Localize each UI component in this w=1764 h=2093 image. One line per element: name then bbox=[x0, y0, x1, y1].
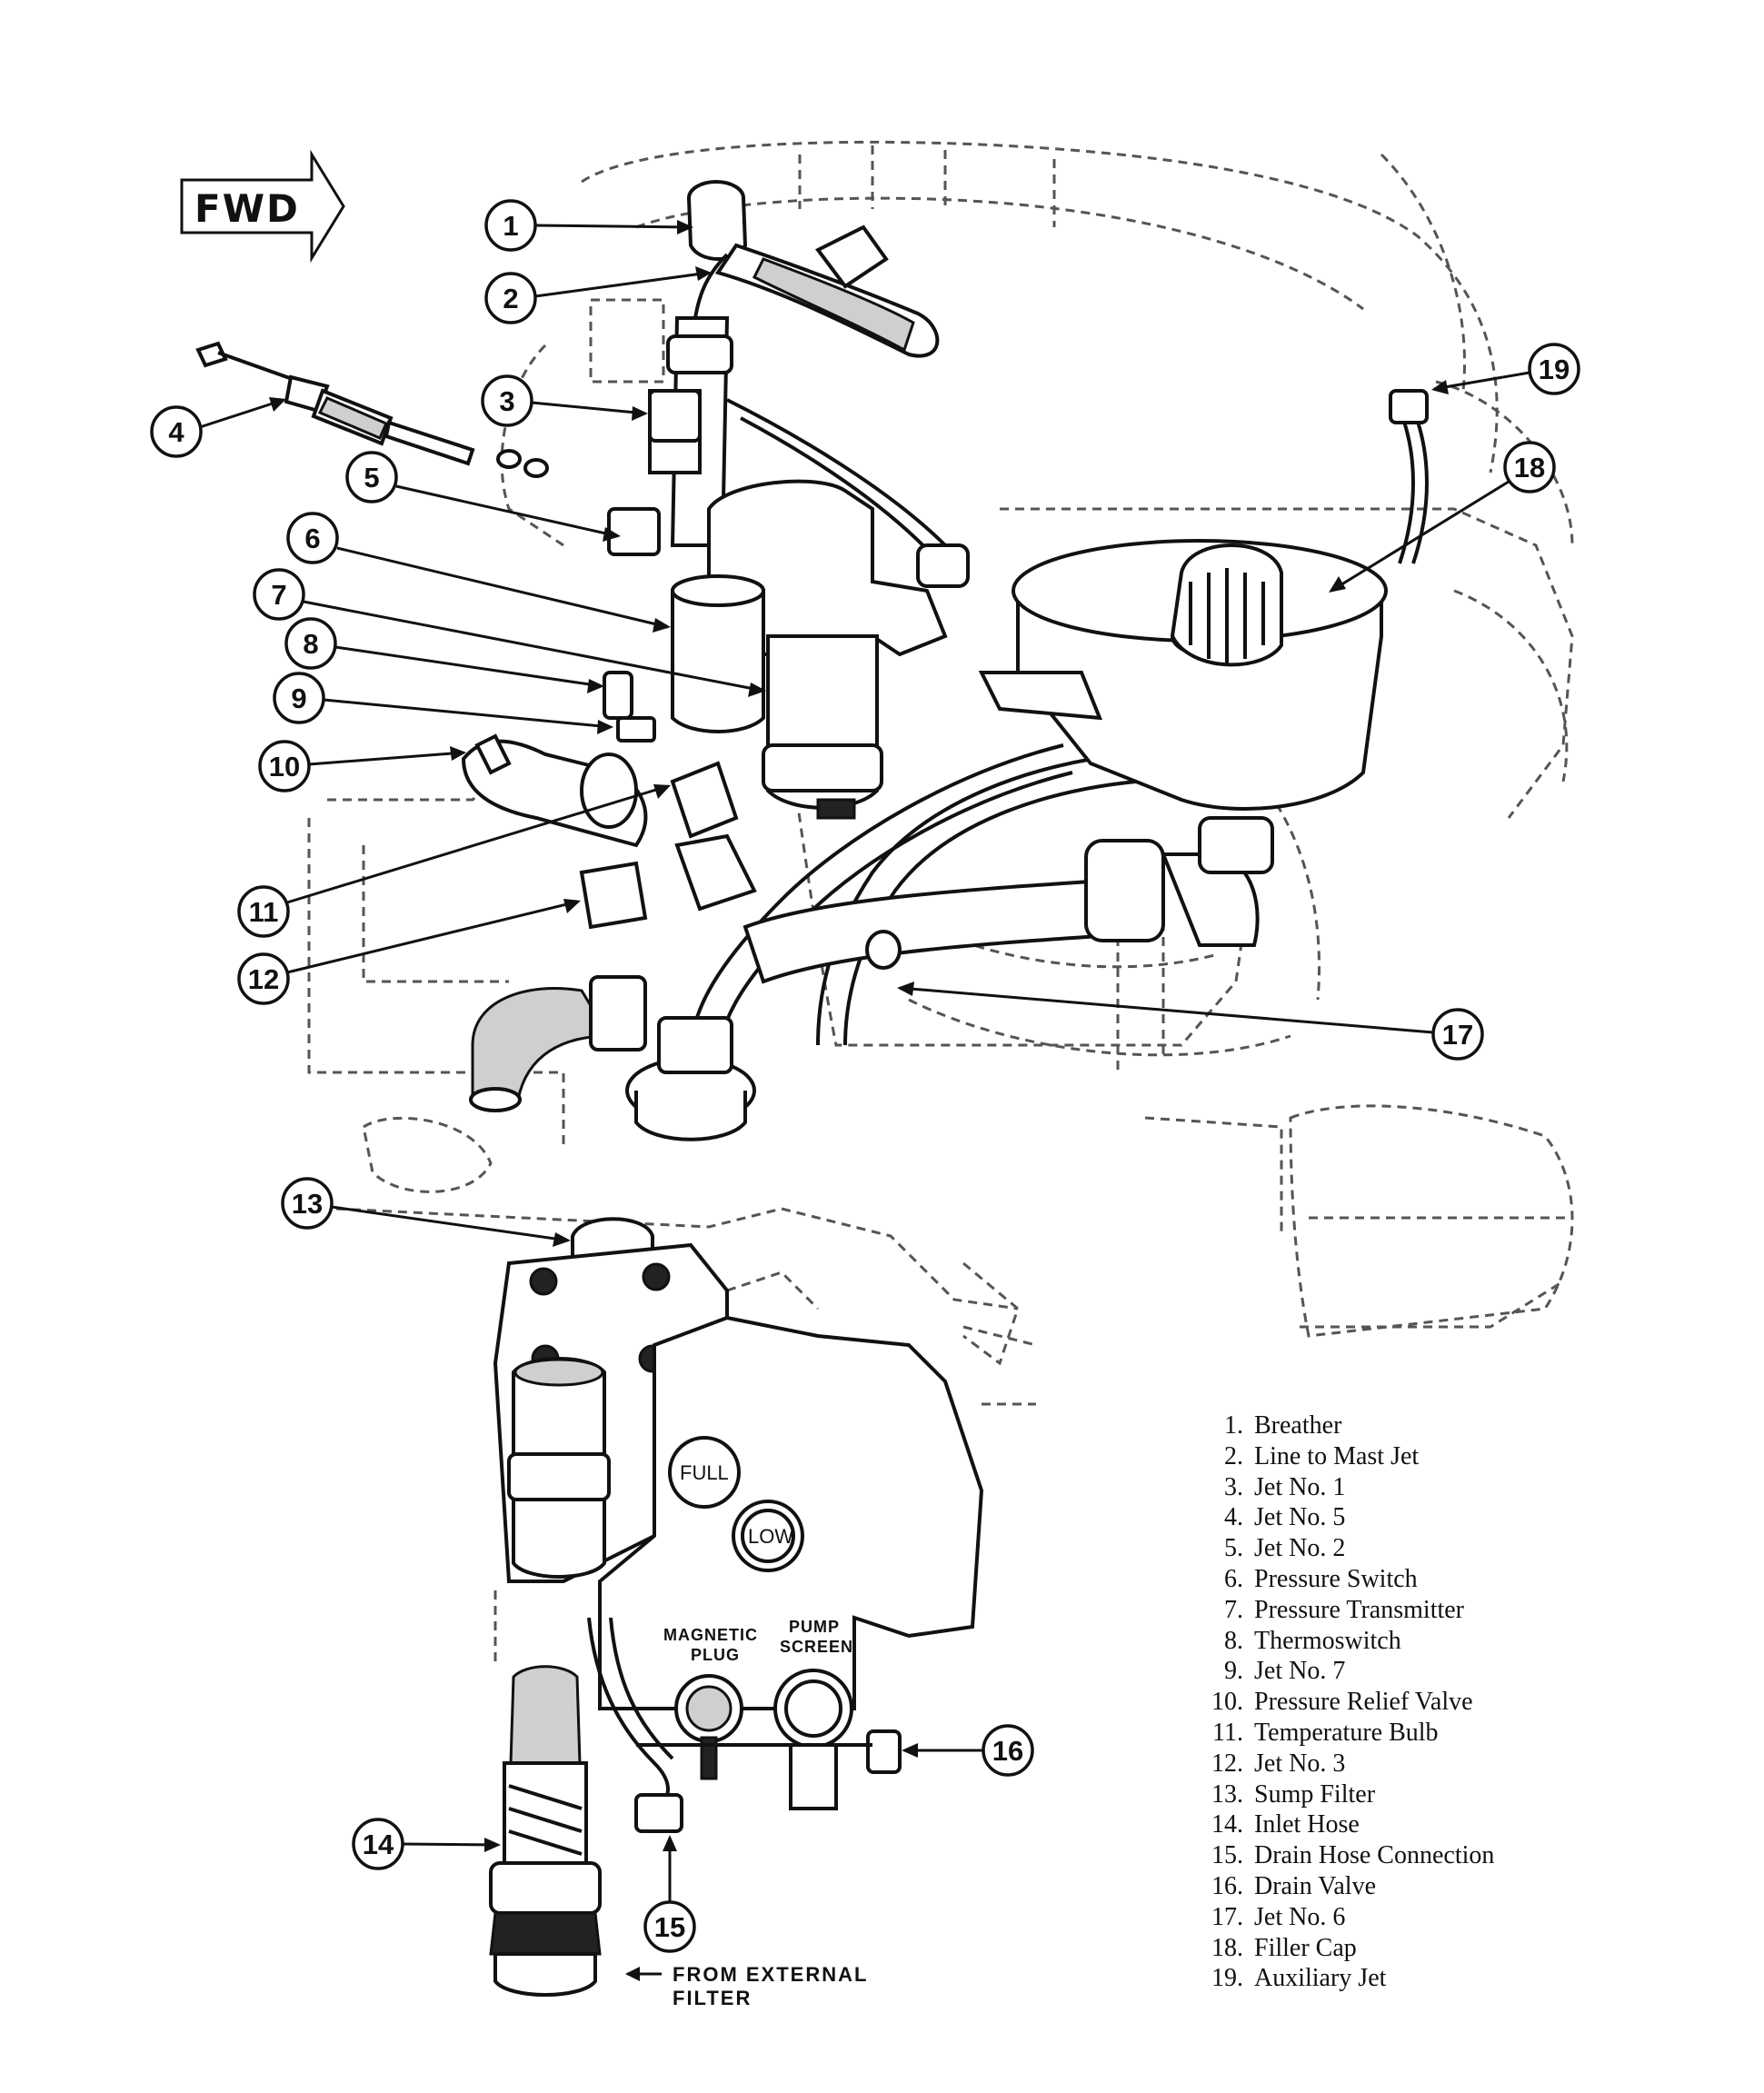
inlet-note-line1: FROM EXTERNAL bbox=[673, 1963, 868, 1986]
legend-item: 19.Auxiliary Jet bbox=[1211, 1964, 1387, 1993]
legend-item: 4.Jet No. 5 bbox=[1224, 1503, 1346, 1532]
callout-13-number: 13 bbox=[292, 1188, 323, 1220]
inlet-note-line2: FILTER bbox=[673, 1987, 752, 2009]
callout-19-number: 19 bbox=[1539, 354, 1570, 385]
callout-2: 2 bbox=[484, 266, 712, 324]
callout-6-number: 6 bbox=[304, 523, 320, 554]
fwd-label: FWD bbox=[194, 186, 300, 231]
legend-item: 2.Line to Mast Jet bbox=[1224, 1441, 1420, 1470]
legend-item: 13.Sump Filter bbox=[1211, 1779, 1376, 1809]
callout-5: 5 bbox=[345, 451, 621, 542]
callout-3: 3 bbox=[481, 374, 648, 427]
callout-19: 19 bbox=[1431, 343, 1580, 395]
callout-3-number: 3 bbox=[499, 385, 514, 417]
legend-item: 10.Pressure Relief Valve bbox=[1211, 1688, 1473, 1717]
callout-9: 9 bbox=[273, 672, 613, 734]
callout-17: 17 bbox=[897, 982, 1484, 1061]
legend-item: 5.Jet No. 2 bbox=[1224, 1534, 1346, 1563]
callout-7-number: 7 bbox=[271, 579, 286, 611]
callout-1-number: 1 bbox=[503, 210, 518, 242]
callout-14-number: 14 bbox=[363, 1829, 394, 1860]
callout-12-number: 12 bbox=[248, 963, 279, 995]
legend-item: 11.Temperature Bulb bbox=[1212, 1718, 1439, 1747]
callout-16-number: 16 bbox=[992, 1735, 1023, 1767]
callout-17-number: 17 bbox=[1442, 1019, 1473, 1051]
callout-12: 12 bbox=[237, 899, 581, 1005]
magnetic-plug-label-line1: MAGNETIC bbox=[663, 1626, 758, 1644]
legend-item: 14.Inlet Hose bbox=[1211, 1810, 1360, 1839]
legend-item: 15.Drain Hose Connection bbox=[1211, 1841, 1495, 1870]
fwd-arrow: FWD bbox=[180, 149, 345, 264]
callout-8-number: 8 bbox=[303, 628, 318, 660]
parts-legend: 1.Breather 2.Line to Mast Jet 3.Jet No. … bbox=[1198, 1410, 1494, 1994]
legend-item: 8.Thermoswitch bbox=[1224, 1626, 1401, 1655]
transmission-housing-ghost bbox=[307, 140, 1574, 1406]
callout-2-number: 2 bbox=[503, 283, 518, 314]
callout-15: 15 bbox=[643, 1835, 696, 1953]
callout-4-number: 4 bbox=[168, 416, 184, 448]
legend-item: 9.Jet No. 7 bbox=[1224, 1657, 1346, 1686]
callout-15-number: 15 bbox=[654, 1911, 685, 1943]
callout-9-number: 9 bbox=[291, 683, 306, 714]
gauge-low-label: LOW bbox=[748, 1525, 793, 1548]
legend-item: 6.Pressure Switch bbox=[1224, 1564, 1418, 1593]
callout-7: 7 bbox=[253, 568, 766, 697]
callout-18: 18 bbox=[1329, 441, 1556, 593]
legend-item: 7.Pressure Transmitter bbox=[1224, 1595, 1464, 1624]
pump-screen-label-line1: PUMP bbox=[789, 1618, 840, 1636]
oil-manifold-assembly bbox=[195, 180, 1429, 1141]
callout-10: 10 bbox=[258, 740, 466, 792]
callout-11-number: 11 bbox=[249, 896, 279, 928]
legend-item: 16.Drain Valve bbox=[1211, 1871, 1376, 1900]
legend-item: 17.Jet No. 6 bbox=[1211, 1902, 1346, 1931]
callout-6: 6 bbox=[286, 512, 671, 633]
callout-8: 8 bbox=[284, 617, 604, 693]
callout-1: 1 bbox=[484, 199, 693, 252]
legend-item: 3.Jet No. 1 bbox=[1224, 1472, 1346, 1501]
gauge-full-label: FULL bbox=[680, 1461, 729, 1484]
callout-10-number: 10 bbox=[269, 751, 300, 782]
magnetic-plug-label-line2: PLUG bbox=[691, 1646, 740, 1664]
legend-item: 12.Jet No. 3 bbox=[1211, 1749, 1346, 1778]
callout-11: 11 bbox=[237, 784, 671, 938]
callout-18-number: 18 bbox=[1514, 452, 1545, 483]
callout-13: 13 bbox=[281, 1177, 571, 1247]
pump-screen-label-line2: SCREEN bbox=[780, 1638, 853, 1656]
callout-5-number: 5 bbox=[364, 462, 379, 493]
callout-4: 4 bbox=[150, 397, 286, 458]
legend-item: 1.Breather bbox=[1224, 1411, 1342, 1440]
oil-sump-assembly: FULL LOW MAGNETIC PLUG PUMP SCREEN bbox=[489, 1217, 984, 2009]
callout-16: 16 bbox=[902, 1724, 1034, 1777]
callout-14: 14 bbox=[352, 1818, 501, 1870]
legend-item: 18.Filler Cap bbox=[1211, 1933, 1357, 1962]
